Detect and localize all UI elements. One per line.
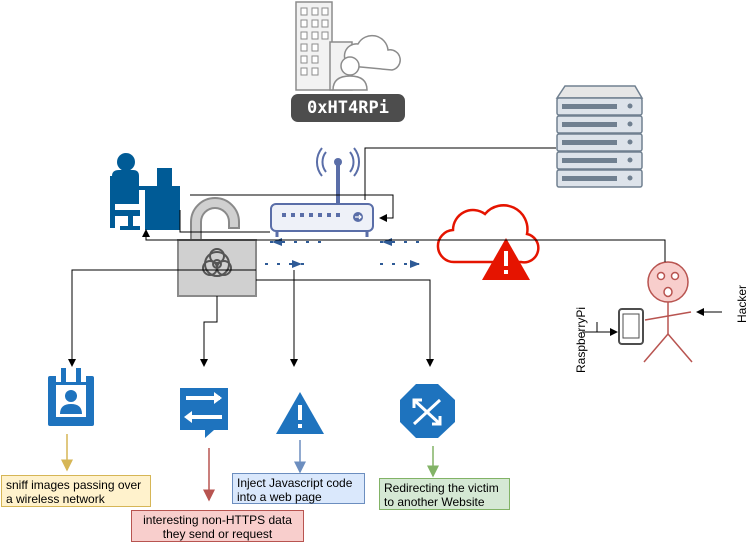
desktop-user-icon: [110, 153, 180, 230]
message-exchange-icon: [180, 388, 228, 438]
router-server-connector: [364, 147, 556, 200]
warning-triangle-icon: [276, 392, 324, 434]
raspberrypi-label: RaspberryPi: [574, 306, 588, 374]
sniff-note: sniff images passing over a wireless net…: [1, 475, 151, 507]
user-router-connector: [190, 194, 394, 222]
hacker-user-connector: [142, 229, 666, 262]
inject-note: Inject Javascript code into a web page: [232, 473, 365, 504]
lock-sniff-connector: [68, 269, 256, 367]
redirect-arrows-icon: [400, 384, 455, 438]
lock-nonhttps-connector: [200, 296, 218, 367]
nonhttps-note: interesting non-HTTPS data they send or …: [131, 510, 304, 542]
stick-figure-icon: [643, 261, 693, 363]
wireless-router-icon: [270, 147, 374, 237]
tablet-icon: [618, 308, 644, 345]
open-padlock-icon: [177, 197, 257, 297]
server-rack-icon: [555, 85, 644, 188]
traffic-dashes: [265, 238, 420, 268]
lock-redirect-connector: [256, 279, 434, 367]
id-badge-icon: [48, 368, 94, 426]
redirect-note: Redirecting the victim to another Websit…: [379, 478, 510, 510]
title-badge: 0xHT4RPi: [291, 94, 405, 122]
office-building-icon: [295, 1, 401, 91]
hacker-label: Hacker: [735, 285, 749, 324]
cloud-warning-icon: [436, 204, 540, 280]
